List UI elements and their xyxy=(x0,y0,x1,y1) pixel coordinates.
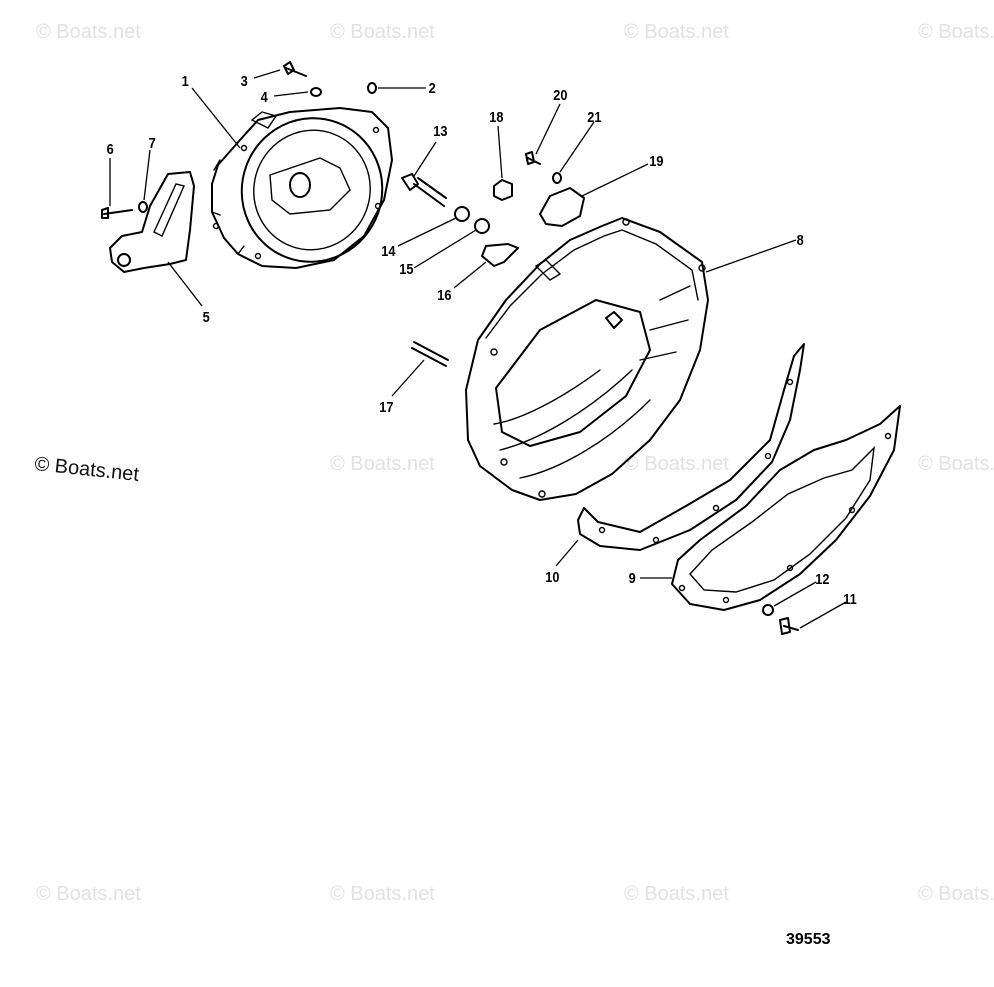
fasteners xyxy=(101,61,799,635)
callout-6: 6 xyxy=(107,140,114,157)
leader-lines xyxy=(109,69,847,629)
part-9-cover-plate xyxy=(671,405,901,611)
callout-8: 8 xyxy=(797,231,804,248)
watermark: © Boats.net xyxy=(624,453,729,475)
watermark-dark: © Boats.net xyxy=(33,453,140,486)
callout-1: 1 xyxy=(182,72,189,89)
callout-19: 19 xyxy=(649,152,663,169)
callout-15: 15 xyxy=(399,260,413,277)
callout-labels: 1 2 3 4 5 6 7 8 9 10 11 12 13 14 15 16 1… xyxy=(107,72,857,607)
callout-3: 3 xyxy=(241,72,248,89)
watermark: © Boats.net xyxy=(330,883,435,905)
callout-10: 10 xyxy=(545,568,559,585)
callout-18: 18 xyxy=(489,108,503,125)
part-10-gasket xyxy=(577,343,805,551)
part-5-bracket xyxy=(109,171,195,273)
watermark-layer: © Boats.net © Boats.net © Boats.net © Bo… xyxy=(33,21,994,905)
part-8-flywheel-housing xyxy=(465,217,709,501)
watermark: © Boats.net xyxy=(330,453,435,475)
callout-12: 12 xyxy=(815,570,829,587)
callout-17: 17 xyxy=(379,398,393,415)
callout-16: 16 xyxy=(437,286,451,303)
callout-20: 20 xyxy=(553,86,567,103)
callout-14: 14 xyxy=(381,242,395,259)
callout-4: 4 xyxy=(261,88,268,105)
part-1-housing xyxy=(211,107,393,269)
watermark: © Boats.net xyxy=(918,453,994,475)
watermark: © Boats.net xyxy=(36,21,141,43)
watermark: © Boats.net xyxy=(918,21,994,43)
callout-13: 13 xyxy=(433,122,447,139)
callout-21: 21 xyxy=(587,108,601,125)
callout-7: 7 xyxy=(149,134,156,151)
watermark: © Boats.net xyxy=(624,883,729,905)
callout-11: 11 xyxy=(843,590,857,607)
watermark: © Boats.net xyxy=(36,883,141,905)
callout-2: 2 xyxy=(429,79,436,96)
watermark: © Boats.net xyxy=(624,21,729,43)
watermark: © Boats.net xyxy=(330,21,435,43)
watermark: © Boats.net xyxy=(918,883,994,905)
callout-5: 5 xyxy=(203,308,210,325)
diagram-code: 39553 xyxy=(786,931,831,948)
callout-9: 9 xyxy=(629,569,636,586)
